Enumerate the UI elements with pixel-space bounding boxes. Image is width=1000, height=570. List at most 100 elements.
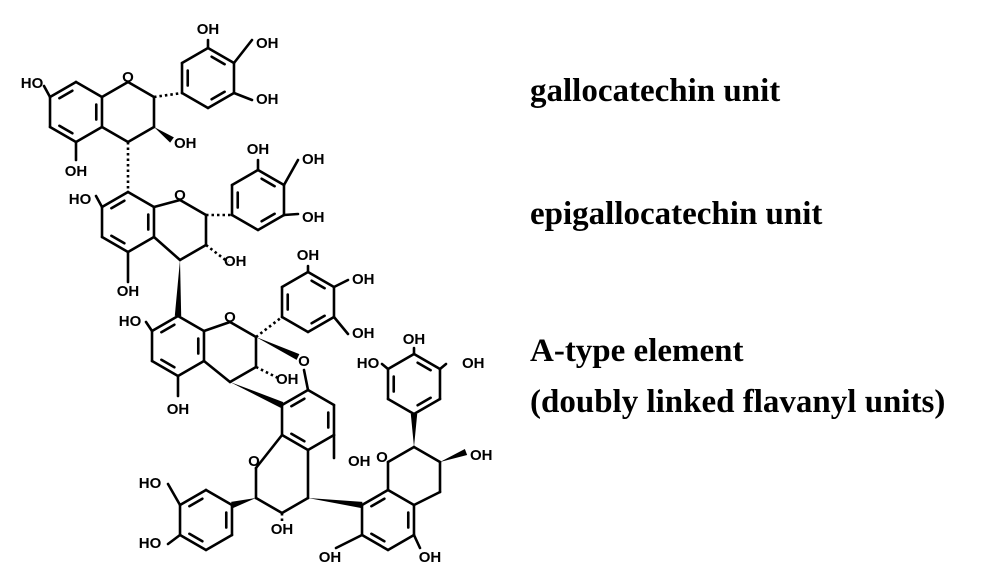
gallocatechin-b-ring-bond <box>206 91 236 110</box>
hydroxyl-label: OH <box>197 21 220 38</box>
hydroxyl-label: OH <box>462 355 485 372</box>
bond <box>302 368 310 392</box>
hydroxyl-label: OH <box>271 521 294 538</box>
a-type-upper-a-ring-bond <box>176 359 206 378</box>
bond <box>254 433 284 470</box>
gallocatechin-b-ring-bond <box>180 91 210 110</box>
wedge-bond <box>231 498 256 509</box>
terminal-a-ring-bond <box>360 533 390 552</box>
hydroxyl-label: OH <box>419 549 442 566</box>
hydroxyl-label: OH <box>302 209 325 226</box>
epigallocatechin-a-ring-bond <box>126 190 156 209</box>
bond <box>126 80 156 99</box>
bond <box>152 198 182 209</box>
epigallocatechin-b-ring-bond <box>230 168 260 187</box>
a-type-upper-b-ring-double-bond <box>310 314 326 325</box>
terminal-a-ring-double-bond <box>370 497 386 508</box>
hydroxyl-label: HO <box>139 535 162 552</box>
epigallocatechin-unit-label: epigallocatechin unit <box>530 196 823 232</box>
a-type-lower-b-ring-double-bond <box>188 532 204 543</box>
gallocatechin-b-ring-bond <box>180 46 210 65</box>
gallocatechin-a-ring-double-bond <box>58 124 74 135</box>
hydroxyl-label: OH <box>403 331 426 348</box>
terminal-b-ring-double-bond <box>416 396 432 407</box>
epigallocatechin-a-ring-double-bond <box>110 234 126 245</box>
hydroxyl-label: OH <box>167 401 190 418</box>
a-type-upper-a-ring-bond <box>176 314 206 333</box>
epigallocatechin-b-ring-bond <box>256 213 286 232</box>
gallocatechin-b-ring-double-bond <box>210 55 226 66</box>
a-type-upper-a-ring-bond <box>150 359 180 378</box>
hydroxyl-label: OH <box>352 325 375 342</box>
hydroxyl-label: HO <box>21 75 44 92</box>
bond <box>412 533 422 550</box>
epigallocatechin-a-ring-bond <box>100 190 130 209</box>
hashed-bond <box>205 243 229 264</box>
hydroxyl-label: OH <box>256 91 279 108</box>
a-type-lower-b-ring-bond <box>204 533 234 552</box>
bond <box>202 359 232 384</box>
bond <box>438 362 448 371</box>
hydroxyl-label: OH <box>247 141 270 158</box>
bond <box>144 320 154 333</box>
bond <box>380 362 390 371</box>
bond <box>178 243 208 262</box>
bond <box>280 496 310 515</box>
a-type-lower-a-ring-bond <box>280 433 310 452</box>
wedge-bond <box>440 449 468 462</box>
ring-oxygen-label: O <box>174 187 186 204</box>
a-type-lower-a-ring-bond <box>306 433 336 452</box>
a-type-upper-a-ring-double-bond <box>160 323 176 334</box>
a-type-lower-b-ring-bond <box>178 488 208 507</box>
a-type-upper-b-ring-bond <box>280 270 310 289</box>
hydroxyl-label: OH <box>65 163 88 180</box>
bond <box>152 235 182 262</box>
hydroxyl-label: OH <box>302 151 325 168</box>
wedge-bond <box>308 498 363 509</box>
hashed-bond <box>255 315 283 339</box>
bond <box>42 84 52 99</box>
hydroxyl-label: OH <box>224 253 247 270</box>
epigallocatechin-b-ring-double-bond <box>260 212 276 223</box>
bond <box>232 38 254 65</box>
a-type-lower-a-ring-bond <box>306 388 336 407</box>
doubly-linked-label: (doubly linked flavanyl units) <box>530 384 946 420</box>
bond <box>202 320 232 333</box>
wedge-bond <box>174 260 182 317</box>
a-type-upper-b-ring-bond <box>280 315 310 334</box>
hydroxyl-label: OH <box>276 371 299 388</box>
gallocatechin-a-ring-bond <box>74 125 104 144</box>
hashed-bond <box>153 91 183 99</box>
hashed-bond <box>255 365 279 380</box>
bond <box>254 496 284 515</box>
ring-oxygen-label: O <box>376 449 388 466</box>
gallocatechin-a-ring-bond <box>48 125 78 144</box>
hydroxyl-label: OH <box>174 135 197 152</box>
bond <box>332 278 350 289</box>
gallocatechin-a-ring-bond <box>74 80 104 99</box>
terminal-a-ring-bond <box>360 488 390 507</box>
bond <box>332 315 350 336</box>
epigallocatechin-a-ring-bond <box>126 235 156 254</box>
gallocatechin-unit-label: gallocatechin unit <box>530 73 781 109</box>
terminal-b-ring-bond <box>412 352 442 371</box>
wedge-bond <box>410 414 418 447</box>
a-type-lower-a-ring-double-bond <box>290 397 306 408</box>
bond <box>412 445 442 464</box>
epigallocatechin-b-ring-bond <box>256 168 286 187</box>
ring-oxygen-label: O <box>224 309 236 326</box>
hydroxyl-label: HO <box>69 191 92 208</box>
epigallocatechin-b-ring-double-bond <box>260 177 276 188</box>
gallocatechin-b-ring-double-bond <box>210 90 226 101</box>
hydroxyl-label: OH <box>297 247 320 264</box>
wedge-bond <box>230 382 284 408</box>
a-type-lower-a-ring-double-bond <box>290 432 306 443</box>
gallocatechin-b-ring-bond <box>206 46 236 65</box>
ring-oxygen-label: O <box>248 453 260 470</box>
a-type-lower-b-ring-double-bond <box>188 497 204 508</box>
procyanidin-structure-diagram: O OH OH OH OH HO OH O OH OH OH OH HO OH O OH OH OH OH HO OH O… <box>21 21 493 566</box>
bond <box>334 533 364 550</box>
bond <box>228 320 258 339</box>
ring-oxygen-label: O <box>122 69 134 86</box>
terminal-b-ring-bond <box>412 397 442 416</box>
